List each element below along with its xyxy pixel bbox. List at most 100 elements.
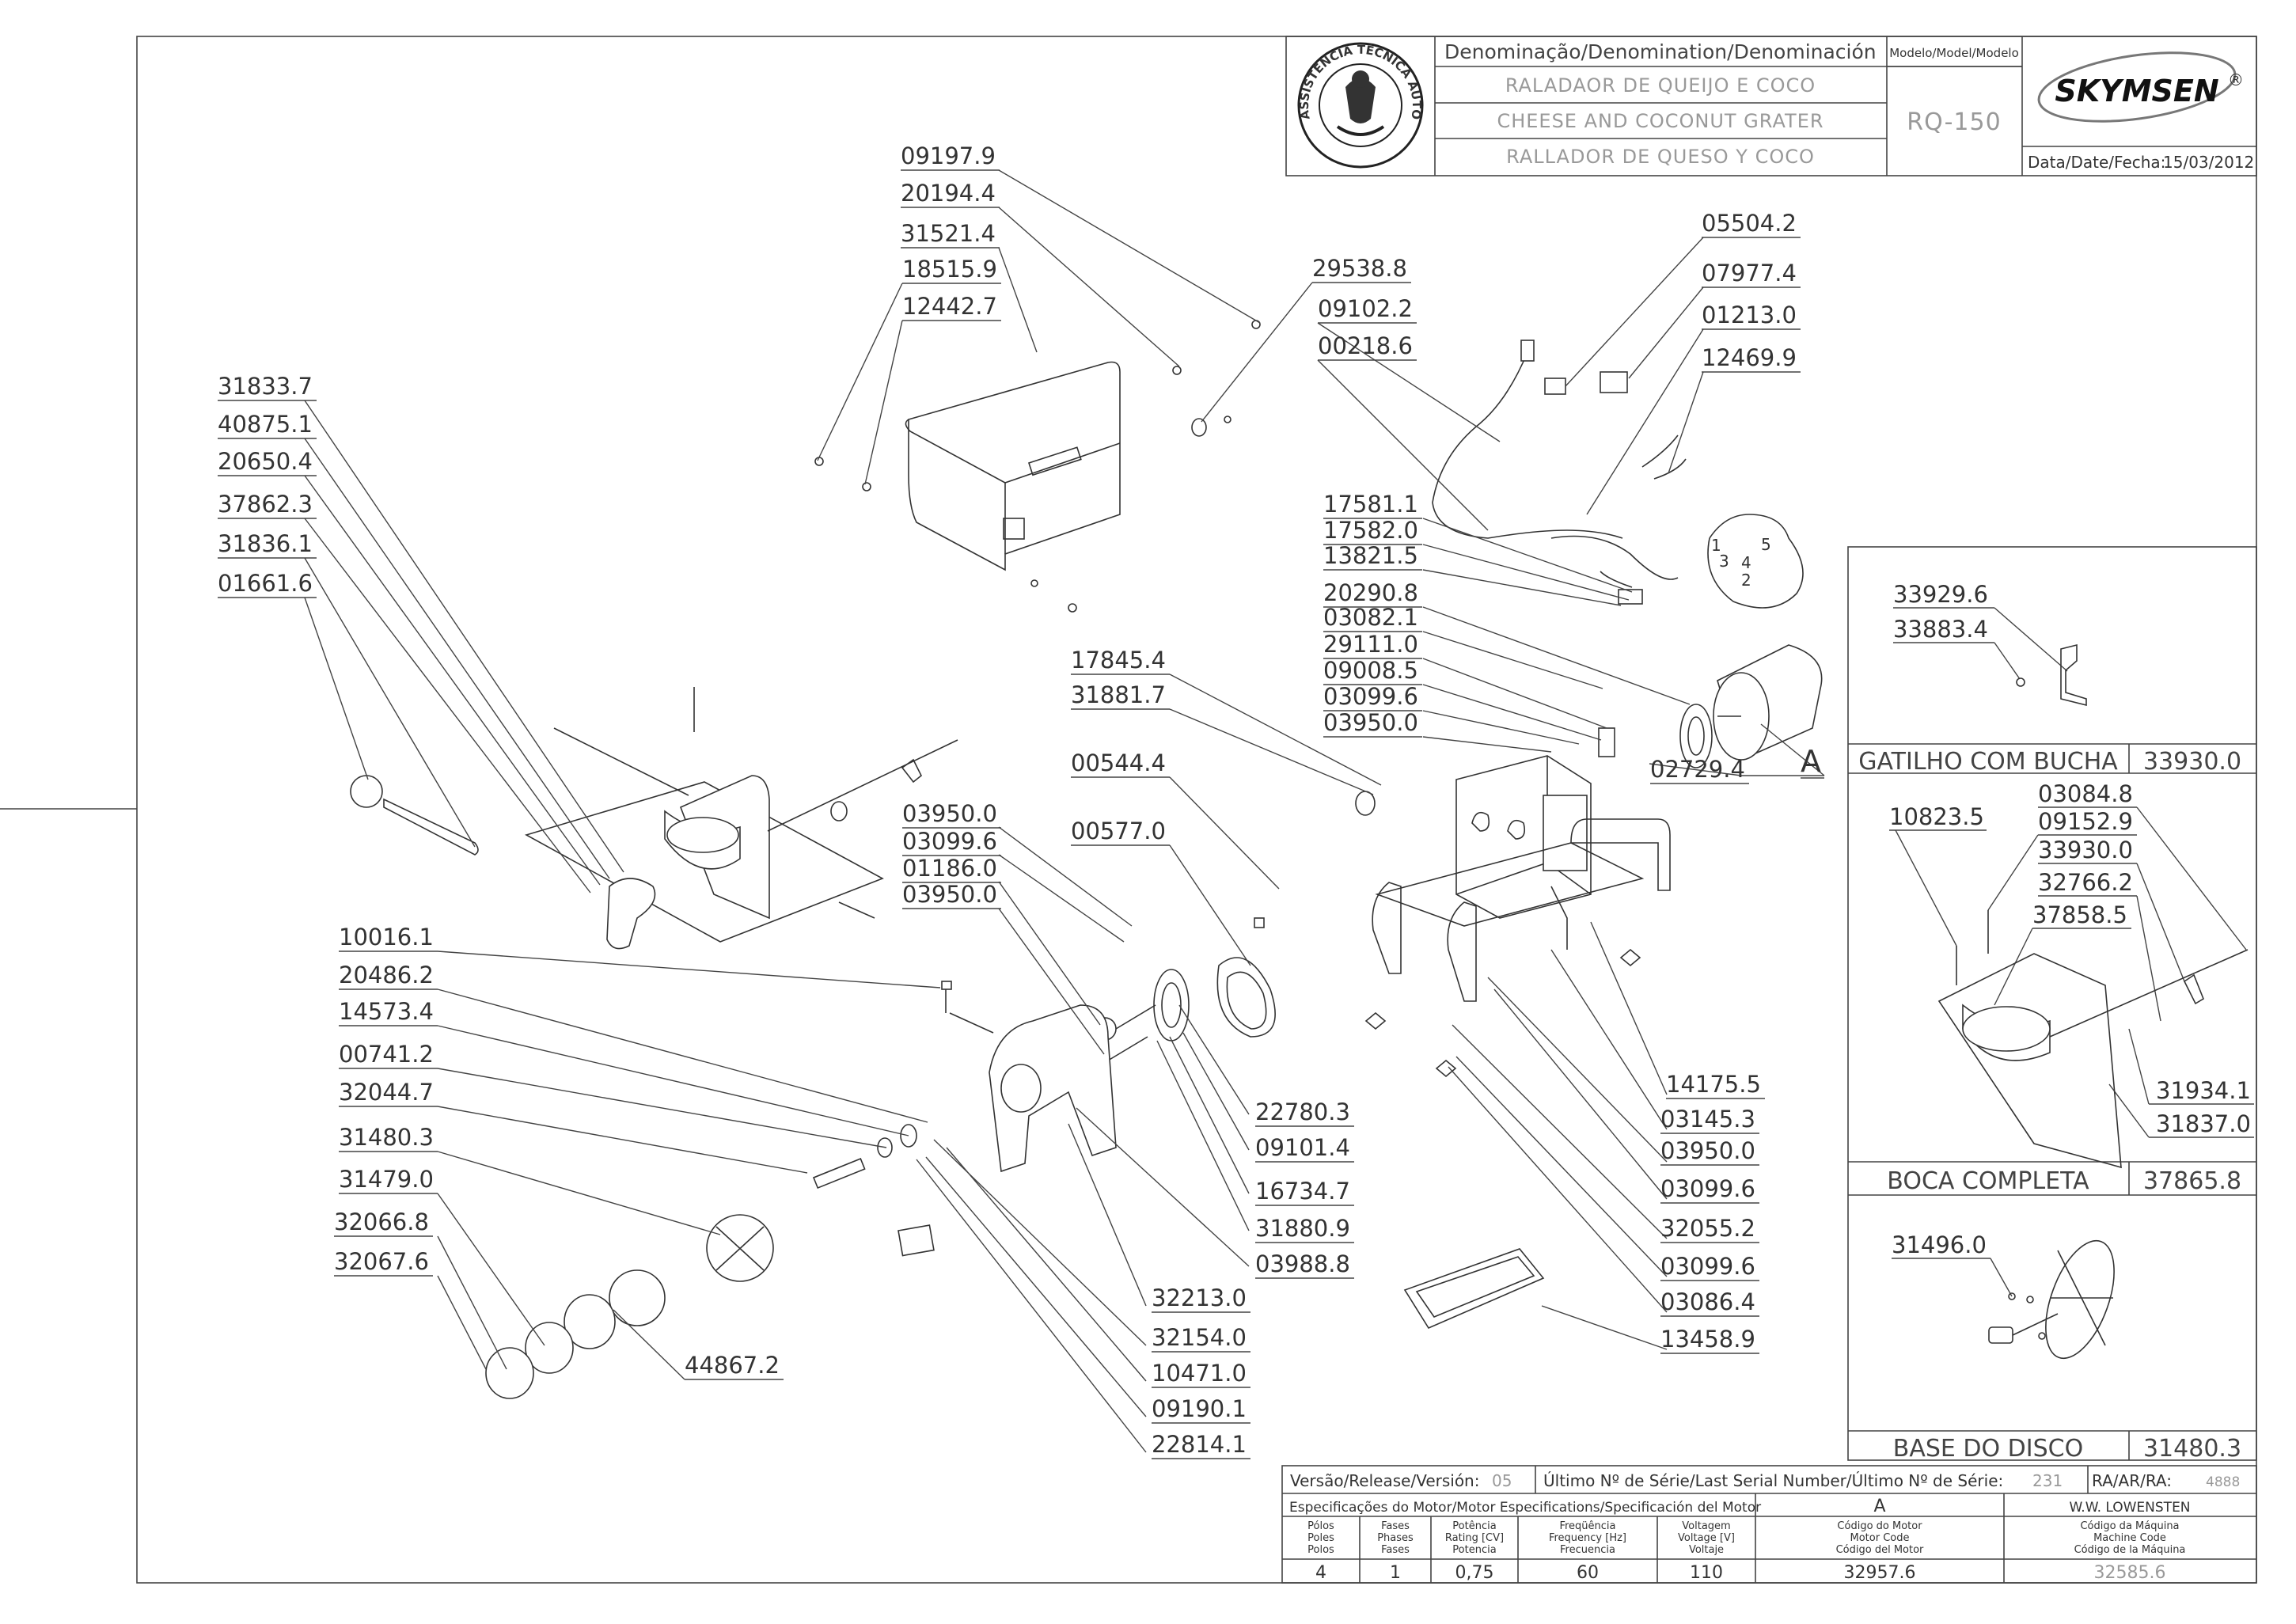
part-label: 00741.2: [339, 1041, 434, 1068]
base-detail: 31496.0: [1892, 1231, 2115, 1360]
seal-text: ASSISTÊNCIA TÉCNICA AUTORIZADA: [0, 0, 1424, 120]
svg-text:Potencia: Potencia: [1452, 1544, 1496, 1556]
part-label: 18515.9: [902, 256, 997, 283]
svg-text:2: 2: [1741, 571, 1751, 590]
svg-text:Freqüência: Freqüência: [1559, 1520, 1615, 1532]
part-label: 03099.6: [1660, 1253, 1755, 1280]
part-label: 12442.7: [902, 293, 997, 320]
part-label: 32055.2: [1660, 1215, 1755, 1242]
part-label: 20194.4: [901, 180, 996, 207]
svg-text:Voltaje: Voltaje: [1689, 1544, 1724, 1556]
part-label: 20290.8: [1323, 579, 1418, 606]
model-value: RQ-150: [1907, 108, 2001, 136]
part-label: 01661.6: [218, 570, 313, 597]
part-label: 03950.0: [902, 800, 997, 827]
belt-pulley: [1093, 791, 1376, 1061]
grater-housing: [941, 981, 1117, 1173]
svg-text:Machine Code: Machine Code: [2093, 1532, 2166, 1544]
part-label: 09102.2: [1318, 295, 1413, 322]
part-label: 00544.4: [1071, 749, 1166, 776]
part-label: 32213.0: [1152, 1284, 1247, 1311]
base-code: 31480.3: [2143, 1435, 2241, 1463]
part-label: 10471.0: [1152, 1360, 1247, 1387]
svg-text:Código del Motor: Código del Motor: [1836, 1544, 1924, 1556]
boca-code: 37865.8: [2143, 1167, 2241, 1195]
part-label: 20650.4: [218, 448, 313, 475]
part-label: 03082.1: [1323, 604, 1418, 631]
part-label: 03086.4: [1660, 1288, 1755, 1315]
serial-label: Último Nº de Série/Last Serial Number/Úl…: [1543, 1471, 2003, 1490]
leader-lines: [304, 169, 1825, 1453]
svg-text:Poles: Poles: [1307, 1532, 1334, 1544]
feet-bolt: [1254, 917, 1265, 928]
brand-name: SKYMSEN: [2055, 74, 2218, 108]
feet: [1364, 948, 1641, 1078]
part-label: 31880.9: [1255, 1215, 1350, 1242]
manufacturer: W.W. LOWENSTEN: [2069, 1500, 2190, 1516]
part-label: 01213.0: [1702, 302, 1797, 328]
date-label: Data/Date/Fecha:: [2028, 153, 2165, 172]
part-label: 01186.0: [902, 855, 997, 882]
version-value: 05: [1492, 1471, 1512, 1490]
date-value: 15/03/2012: [2163, 153, 2254, 172]
part-label: 10016.1: [339, 924, 434, 950]
part-label: 03099.6: [1660, 1175, 1755, 1202]
ra-label: RA/AR/RA:: [2092, 1471, 2172, 1490]
part-label: 31479.0: [339, 1166, 434, 1193]
part-label: 33929.6: [1893, 581, 1988, 608]
part-labels: 09197.920194.431521.418515.912442.729538…: [218, 142, 1824, 1459]
part-label: 31837.0: [2156, 1110, 2251, 1137]
motor-code-value: 32957.6: [1844, 1563, 1916, 1583]
brand-logo: SKYMSEN ®: [2037, 51, 2244, 123]
side-panels: GATILHO COM BUCHA 33930.0 BOCA COMPLETA …: [1847, 546, 2257, 1463]
part-label: 14573.4: [339, 998, 434, 1025]
part-label: 22814.1: [1152, 1431, 1247, 1458]
machine-code-value: 32585.6: [2094, 1563, 2166, 1583]
svg-text:Frequency [Hz]: Frequency [Hz]: [1549, 1532, 1626, 1544]
svg-text:Voltagem: Voltagem: [1682, 1520, 1730, 1532]
part-label: 33883.4: [1893, 616, 1988, 643]
svg-text:4: 4: [1741, 553, 1751, 572]
part-label: 00218.6: [1318, 332, 1413, 359]
ra-value: 4888: [2206, 1474, 2240, 1490]
part-label: 33930.0: [2038, 837, 2133, 863]
name-pt: RALADAOR DE QUEIJO E COCO: [1505, 74, 1816, 97]
motor: [1679, 644, 1823, 768]
part-label: 17581.1: [1323, 491, 1418, 518]
part-label: 32067.6: [334, 1248, 429, 1275]
main-frame: [1372, 727, 1671, 1002]
column-headers: Pólos Poles Polos Fases Phases Fases Pot…: [1307, 1520, 2185, 1556]
part-label: 14175.5: [1666, 1071, 1761, 1098]
model-header: Modelo/Model/Modelo: [1889, 46, 2019, 60]
part-label: 09197.9: [901, 142, 996, 169]
svg-text:Código do Motor: Código do Motor: [1837, 1520, 1922, 1532]
part-label: 37858.5: [2032, 901, 2127, 928]
part-label: 31833.7: [218, 373, 313, 400]
svg-text:Código de la Máquina: Código de la Máquina: [2074, 1544, 2186, 1556]
part-label: 32044.7: [339, 1079, 434, 1106]
svg-text:Rating [CV]: Rating [CV]: [1445, 1532, 1504, 1544]
authorized-service-seal: ASSISTÊNCIA TÉCNICA AUTORIZADA: [0, 0, 1424, 169]
part-label: 02729.4: [1650, 756, 1745, 783]
part-label: 16734.7: [1255, 1178, 1350, 1205]
part-label: 31836.1: [218, 530, 313, 557]
svg-text:Frecuencia: Frecuencia: [1560, 1544, 1615, 1556]
drip-tray: [1403, 1248, 1545, 1330]
part-label: 20486.2: [339, 962, 434, 988]
part-label: 32766.2: [2038, 869, 2133, 896]
svg-text:Voltage [V]: Voltage [V]: [1678, 1532, 1735, 1544]
part-label: 03988.8: [1255, 1250, 1350, 1277]
part-label: 13821.5: [1323, 542, 1418, 569]
poles-value: 4: [1315, 1563, 1326, 1583]
motor-ref: A: [1873, 1497, 1885, 1516]
fasteners-cover: [814, 320, 1261, 613]
svg-text:Potência: Potência: [1452, 1520, 1496, 1532]
name-en: CHEESE AND COCONUT GRATER: [1497, 110, 1824, 132]
power-value: 0,75: [1455, 1563, 1494, 1583]
svg-text:Fases: Fases: [1381, 1544, 1410, 1556]
part-label: 37862.3: [218, 491, 313, 518]
part-label: 10823.5: [1889, 803, 1984, 830]
gatilho-code: 33930.0: [2143, 748, 2241, 776]
part-label: 03084.8: [2038, 780, 2133, 807]
